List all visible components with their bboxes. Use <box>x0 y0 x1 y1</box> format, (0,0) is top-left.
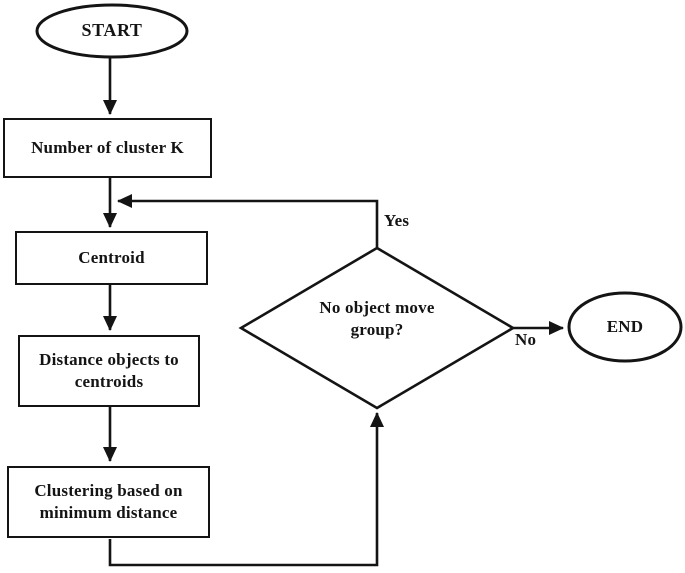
process-distance-objects-to-centroids-label: Distance objects to centroids <box>39 349 179 391</box>
process-centroid: Centroid <box>15 231 208 285</box>
process-centroid-label: Centroid <box>78 247 145 267</box>
process-distance-objects-to-centroids: Distance objects to centroids <box>18 335 200 407</box>
start-terminator-shape <box>35 3 189 59</box>
process-clustering-based-on-minimum-distance-label: Clustering based on minimum distance <box>34 480 183 522</box>
decision-node: No object move group? <box>277 293 477 345</box>
arrow-clustering-to-decision <box>108 412 384 567</box>
arrow-decision-yes-feedback <box>117 194 379 248</box>
decision-diamond-shape <box>238 246 516 410</box>
edge-label-no: No <box>515 330 537 349</box>
process-clustering-based-on-minimum-distance: Clustering based on minimum distance <box>7 466 210 538</box>
edge-label-yes: Yes <box>384 211 410 230</box>
start-label: START <box>81 20 143 41</box>
start-node: START <box>37 6 187 56</box>
process-number-of-cluster-k-label: Number of cluster K <box>31 137 184 157</box>
end-terminator-shape <box>567 291 683 363</box>
decision-label: No object move group? <box>319 297 435 339</box>
end-label: END <box>606 316 644 336</box>
end-node: END <box>569 294 681 360</box>
process-number-of-cluster-k: Number of cluster K <box>3 118 212 178</box>
